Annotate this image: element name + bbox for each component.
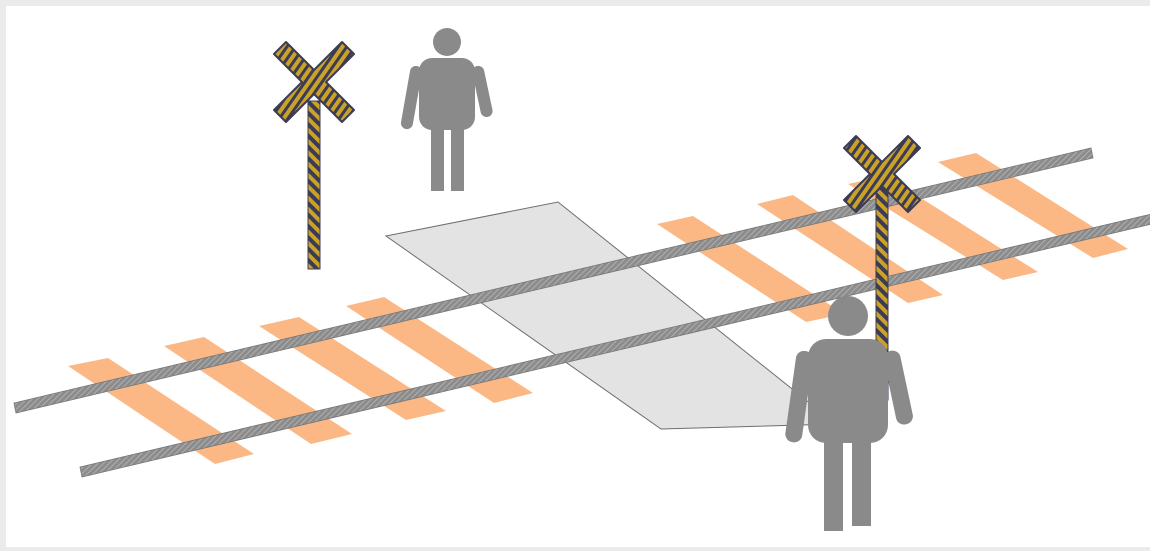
crossbuck bbox=[273, 41, 355, 123]
railway-crossing-diagram bbox=[13, 28, 1150, 531]
level-crossing-pad bbox=[384, 201, 838, 430]
rail-near bbox=[13, 147, 1094, 414]
pedestrian-icon bbox=[400, 28, 493, 191]
crossbuck bbox=[843, 135, 921, 213]
pedestrian-icon bbox=[785, 296, 913, 531]
crossbuck-sign bbox=[273, 41, 355, 270]
sign-pole bbox=[307, 100, 321, 270]
